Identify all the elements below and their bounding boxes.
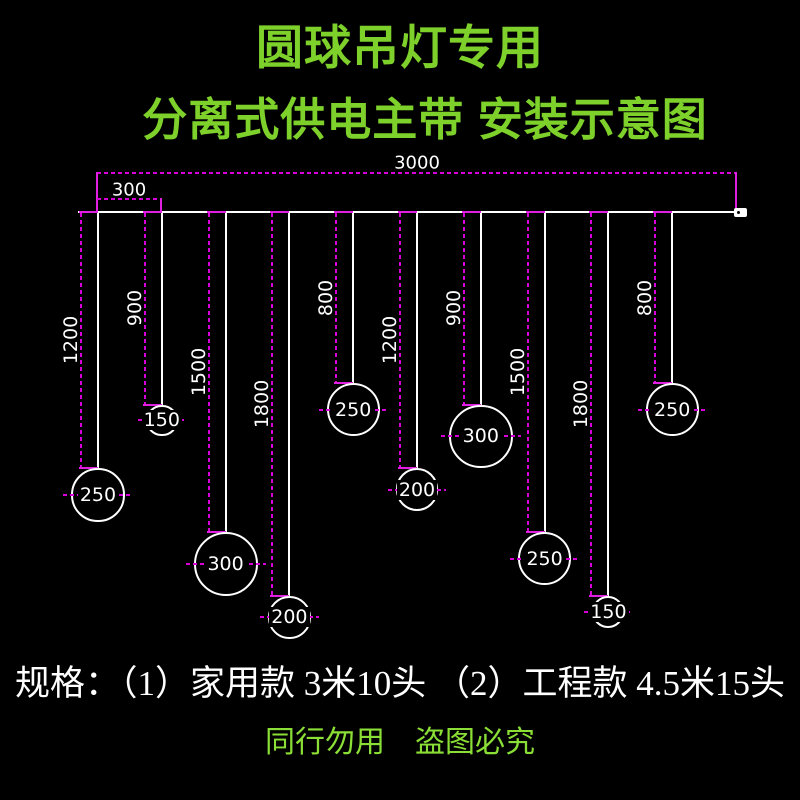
- watermark-text: 同行勿用 盗图必究: [265, 726, 535, 759]
- drop-length-label: 1200: [60, 315, 82, 365]
- drop-dimension-line: [462, 213, 465, 405]
- pendant-ball: 200: [395, 468, 439, 511]
- drop-length-label: 1200: [379, 315, 401, 365]
- dimension-tick-bottom: [334, 382, 354, 385]
- pendant-ball: 150: [141, 404, 182, 437]
- drop-length-label: 1500: [187, 347, 210, 397]
- page-subtitle: 分离式供电主带 安装示意图: [142, 94, 708, 145]
- belt-end-connector: [734, 208, 747, 217]
- spacing-dimension-line: [97, 198, 162, 200]
- dimension-tick-top: [653, 211, 673, 213]
- dimension-tick-bottom: [653, 382, 673, 385]
- dimension-tick-top: [334, 211, 354, 213]
- drop-dimension-line: [526, 213, 529, 533]
- dimension-tick-top: [142, 211, 162, 213]
- dimension-extension-right: [735, 172, 737, 208]
- dimension-tick-bottom: [270, 595, 290, 598]
- spacing-extension: [160, 198, 162, 212]
- ball-diameter-label: 300: [460, 425, 501, 448]
- drop-dimension-line: [143, 213, 146, 405]
- drop-wire: [160, 212, 163, 406]
- drop-length-label: 800: [315, 279, 338, 316]
- dimension-tick-bottom: [461, 403, 481, 406]
- drop-dimension-line: [80, 213, 82, 469]
- dimension-tick-top: [79, 211, 98, 213]
- dimension-tick-top: [589, 211, 609, 213]
- drop-wire: [671, 212, 674, 385]
- dimension-tick-bottom: [206, 531, 226, 534]
- dimension-tick-top: [398, 211, 417, 213]
- drop-wire: [607, 212, 610, 598]
- drop-wire: [224, 212, 227, 534]
- spacing-label: 300: [111, 179, 147, 201]
- dimension-tick-bottom: [398, 467, 417, 470]
- pendant-ball: 250: [326, 383, 380, 437]
- dimension-extension-left: [96, 172, 98, 212]
- overall-length-dimension-line: [97, 172, 737, 174]
- drop-wire: [352, 212, 355, 385]
- dimension-tick-bottom: [589, 595, 609, 598]
- ball-diameter-label: 200: [269, 606, 310, 629]
- ball-diameter-label: 250: [652, 398, 693, 421]
- dimension-tick-top: [206, 211, 226, 213]
- drop-length-label: 900: [442, 290, 465, 327]
- drop-length-label: 1800: [251, 379, 274, 429]
- connector-dot: [737, 211, 740, 214]
- drop-dimension-line: [335, 213, 338, 384]
- drop-wire: [416, 212, 418, 470]
- drop-dimension-line: [654, 213, 657, 384]
- drop-dimension-line: [207, 213, 210, 533]
- ball-diameter-label: 150: [141, 409, 182, 432]
- pendant-ball: 150: [588, 596, 629, 628]
- spec-text: 规格：（1）家用款 3米10头 （2）工程款 4.5米15头: [14, 664, 785, 703]
- drop-dimension-line: [590, 213, 593, 597]
- ball-diameter-label: 200: [396, 478, 438, 501]
- drop-wire: [479, 212, 482, 406]
- dimension-tick-bottom: [142, 403, 162, 406]
- drop-dimension-line: [399, 213, 401, 469]
- drop-length-label: 800: [634, 279, 657, 316]
- overall-length-label: 3000: [394, 152, 440, 174]
- drop-length-label: 1500: [506, 347, 529, 397]
- dimension-tick-top: [270, 211, 290, 213]
- dimension-tick-top: [525, 211, 545, 213]
- drop-wire: [97, 212, 99, 470]
- drop-wire: [288, 212, 291, 598]
- ball-diameter-label: 250: [524, 547, 565, 570]
- pendant-ball: 250: [518, 532, 572, 586]
- dimension-tick-bottom: [525, 531, 545, 534]
- page-title: 圆球吊灯专用: [256, 21, 544, 74]
- pendant-ball: 250: [645, 383, 699, 437]
- pendant-ball: 200: [268, 596, 311, 639]
- pendant-ball: 250: [71, 468, 125, 522]
- dimension-tick-top: [461, 211, 481, 213]
- drop-length-label: 900: [123, 290, 146, 327]
- ball-diameter-label: 300: [205, 553, 246, 576]
- drop-dimension-line: [271, 213, 274, 597]
- drop-length-label: 1800: [570, 379, 593, 429]
- ball-diameter-label: 150: [588, 600, 629, 623]
- ball-diameter-label: 250: [333, 398, 374, 421]
- ball-diameter-label: 250: [77, 483, 119, 506]
- drop-wire: [543, 212, 546, 534]
